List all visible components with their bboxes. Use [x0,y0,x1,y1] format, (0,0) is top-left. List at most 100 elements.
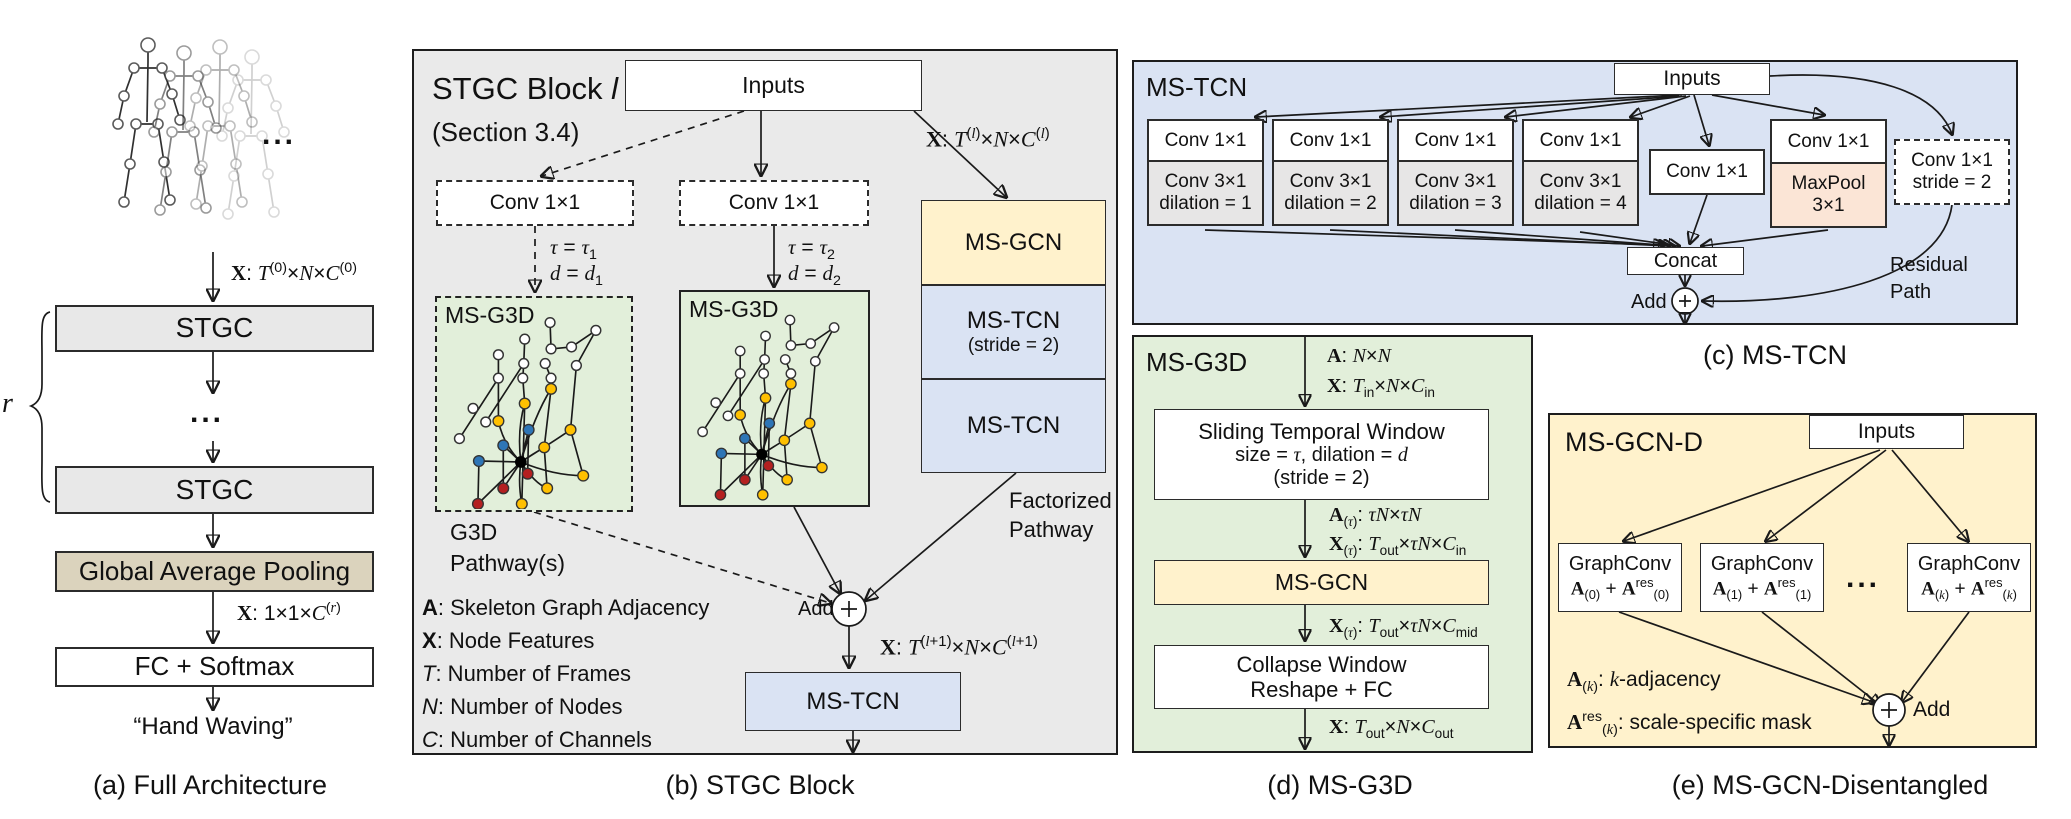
window-adjacency-label: A(τ): τN×τN [1329,504,1422,529]
global-average-pooling-box: Global Average Pooling [55,551,374,592]
legend-frames: T: Number of Frames [422,661,632,686]
conv1x1-cell: Conv 1×1 [1397,119,1514,162]
block-input-tensor-label: X: T(l)×N×C(l) [926,125,1050,152]
gap-output-label: X: 1×1×C(r) [237,600,341,625]
mask-legend: Ares(k): scale-specific mask [1567,709,1812,739]
conv3x1-cell: Conv 3×1 dilation = 4 [1522,160,1639,226]
graphconv-adjacency: A(1) + Ares(1) [1712,574,1812,602]
caption-b: (b) STGC Block [665,770,855,800]
dilation-label: dilation = 3 [1409,193,1502,214]
graphconv-box-1: GraphConv A(0) + Ares(0) [1558,543,1682,612]
panel-b-subtitle: (Section 3.4) [432,117,580,147]
sliding-l2: size = τ, dilation = d [1235,444,1408,467]
tau1-label: τ = τ1 [550,235,597,264]
msgcn-stack-box: MS-GCN [921,200,1106,285]
output-tensor-label: X: Tout×N×Cout [1329,716,1454,741]
legend-channels: C: Number of Channels [422,727,652,752]
dilation-branch-2: Conv 1×1 Conv 3×1 dilation = 2 [1272,119,1389,226]
maxpool-branch: Conv 1×1 MaxPool 3×1 [1770,119,1887,228]
dilation-branch-4: Conv 1×1 Conv 3×1 dilation = 4 [1522,119,1639,226]
dilation-branch-3: Conv 1×1 Conv 3×1 dilation = 3 [1397,119,1514,226]
conv3x1-cell: Conv 3×1 dilation = 1 [1147,160,1264,226]
panel-stgc-block: STGC Block l (Section 3.4) Inputs Conv 1… [412,49,1118,755]
msgcn-box: MS-GCN [1154,560,1489,605]
panel-a-connectors [28,37,290,819]
stgc-block-2: STGC [55,466,374,514]
panel-msgcn-d: MS-GCN-D Inputs GraphConv A(0) + Ares(0)… [1548,413,2037,748]
adjacency-in-label: A: N×N [1327,345,1391,367]
dilation-label: dilation = 1 [1159,193,1252,214]
collapse-l2: Reshape + FC [1250,677,1393,702]
inputs-box: Inputs [625,60,922,111]
panel-full-architecture: ... X: T(0)×N×C(0) STGC ... STGC r Globa… [0,0,412,819]
graphconv-label: GraphConv [1710,552,1814,575]
conv1x1-cell: Conv 1×1 [1147,119,1264,162]
panel-e-connectors [1618,449,2039,750]
inputs-box: Inputs [1809,415,1964,449]
panel-d-title: MS-G3D [1146,347,1248,377]
conv1x1-cell: Conv 1×1 [1770,119,1887,164]
panel-b-connectors [414,110,1017,757]
mstcn-bottom-box: MS-TCN [745,672,961,731]
dilation-branch-1: Conv 1×1 Conv 3×1 dilation = 1 [1147,119,1264,226]
add-label: Add [798,598,834,620]
fc-softmax-box: FC + Softmax [55,647,374,687]
graphconv-adjacency: A(0) + Ares(0) [1570,574,1670,602]
caption-c: (c) MS-TCN [1703,340,1847,370]
msg3d-title-1: MS-G3D [445,302,535,328]
panel-msg3d: MS-G3D A: N×N X: Tin×N×Cin Sliding Tempo… [1132,335,1533,753]
d2-label: d = d2 [788,261,841,290]
stgc-ellipsis: ... [190,396,225,429]
add-label: Add [1631,291,1667,313]
prediction-text: “Hand Waving” [133,713,293,740]
conv3x1-cell: Conv 3×1 dilation = 3 [1397,160,1514,226]
stride-label: stride = 2 [1912,172,1992,193]
maxpool-cell: MaxPool 3×1 [1770,162,1887,228]
mstcn-stack-box: MS-TCN [921,379,1106,473]
panel-c-title: MS-TCN [1146,72,1248,102]
legend-nodes: N: Number of Nodes [422,694,623,719]
features-in-label: X: Tin×N×Cin [1327,375,1435,400]
graphconv-box-3: GraphConv A(k) + Ares(k) [1907,543,2031,612]
notation-legend: A: Skeleton Graph Adjacency X: Node Feat… [422,591,709,756]
dilation-label: dilation = 4 [1534,193,1627,214]
legend-features: X: Node Features [422,628,595,653]
graphconv-label: GraphConv [1917,552,2021,575]
block-output-tensor-label: X: T(l+1)×N×C(l+1) [880,633,1038,660]
skeleton-ellipsis: ... [262,118,297,151]
conv1x1-cell: Conv 1×1 [1272,119,1389,162]
mstcn-stride-box: MS-TCN (stride = 2) [921,285,1106,379]
caption-d: (d) MS-G3D [1267,770,1413,800]
add-label: Add [1913,698,1951,721]
graphconv-ellipsis: ... [1846,561,1881,594]
collapse-l1: Collapse Window [1236,651,1407,677]
k-adjacency-legend: A(k): k-adjacency [1567,667,1721,696]
caption-a: (a) Full Architecture [92,770,328,800]
legend-adjacency: A: Skeleton Graph Adjacency [422,595,710,620]
msg3d-box-1: MS-G3D [435,296,633,512]
mstcn-stride-label: MS-TCN [966,307,1061,335]
stgc-block-1: STGC [55,305,374,352]
tau2-label: τ = τ2 [788,235,835,264]
conv3x1-cell: Conv 3×1 dilation = 2 [1272,160,1389,226]
conv1x1-left: Conv 1×1 [436,180,634,226]
conv1x1-mid-box: Conv 1×1 [1649,149,1765,195]
residual-conv-box: Conv 1×1 stride = 2 [1894,139,2010,205]
sliding-window-box: Sliding Temporal Window size = τ, dilati… [1154,409,1489,500]
g3d-graph [697,314,840,501]
conv1x1-right: Conv 1×1 [679,180,869,226]
dilation-label: dilation = 2 [1284,193,1377,214]
msg3d-box-2: MS-G3D [679,290,870,507]
inputs-box: Inputs [1614,63,1770,95]
conv3x1-label: Conv 3×1 [1414,171,1497,193]
graphconv-label: GraphConv [1568,552,1672,575]
conv3x1-label: Conv 3×1 [1289,171,1372,193]
center-node [756,448,768,460]
sliding-l1: Sliding Temporal Window [1198,418,1445,444]
concat-box: Concat [1627,247,1744,275]
panel-d-connectors [1134,337,1535,755]
panel-mstcn: MS-TCN Inputs Conv 1×1 Conv 3×1 dilation… [1132,60,2018,325]
conv3x1-label: Conv 3×1 [1164,171,1247,193]
